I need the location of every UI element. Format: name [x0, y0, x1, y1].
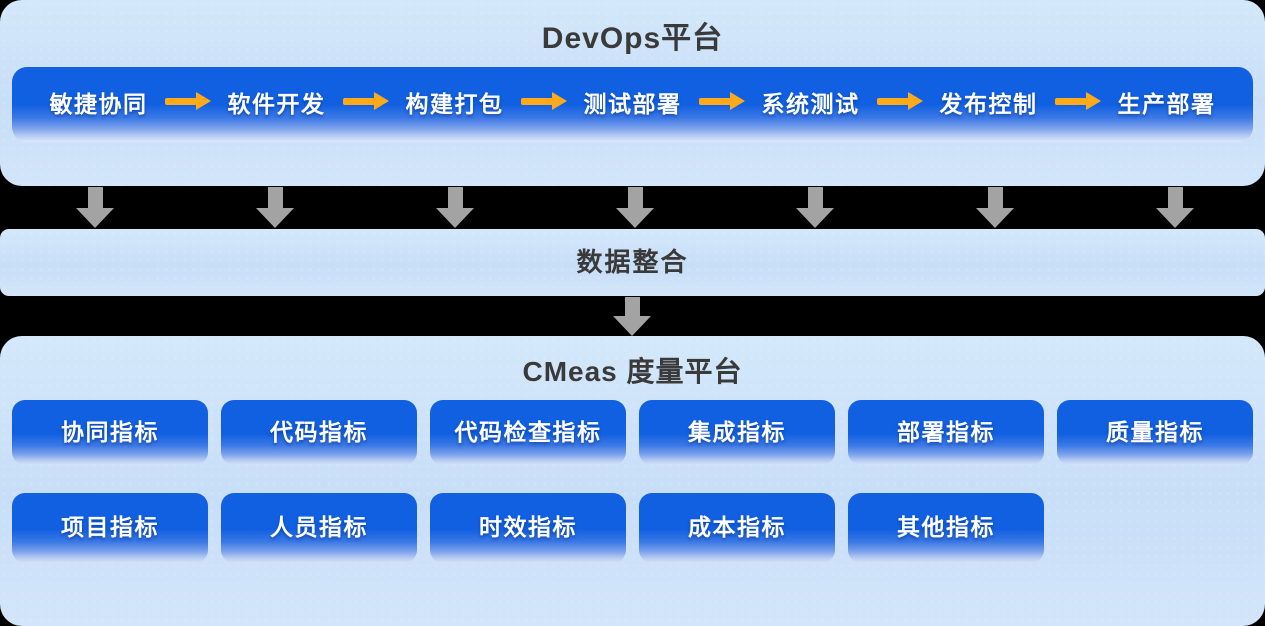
down-arrow-icon — [796, 187, 834, 228]
down-arrow-icon — [256, 187, 294, 228]
right-arrow-icon — [698, 92, 745, 110]
pipeline-stage-test-deploy: 测试部署 — [583, 90, 682, 117]
metric-button-quality: 质量指标 — [1057, 400, 1253, 465]
metric-grid: 协同指标 代码指标 代码检查指标 集成指标 部署指标 质量指标 项目指标 人员指… — [12, 400, 1253, 563]
down-arrow-icon — [616, 187, 654, 228]
down-arrow-icon — [436, 187, 474, 228]
cmeas-platform-panel: CMeas 度量平台 协同指标 代码指标 代码检查指标 集成指标 部署指标 质量… — [0, 336, 1265, 626]
metric-button-cost: 成本指标 — [639, 493, 835, 563]
metric-button-code-check: 代码检查指标 — [430, 400, 626, 465]
devops-platform-panel: DevOps平台 敏捷协同 软件开发 构建打包 测试部署 系统测试 发布控制 生… — [0, 0, 1265, 186]
metric-button-code: 代码指标 — [221, 400, 417, 465]
data-integration-panel: 数据整合 — [0, 229, 1265, 296]
metric-button-deployment: 部署指标 — [848, 400, 1044, 465]
right-arrow-icon — [520, 92, 567, 110]
pipeline-stage-system-test: 系统测试 — [761, 90, 860, 117]
metric-button-integration: 集成指标 — [639, 400, 835, 465]
pipeline-stage-release-control: 发布控制 — [939, 90, 1038, 117]
devops-panel-title: DevOps平台 — [541, 22, 724, 55]
metric-button-timeliness: 时效指标 — [430, 493, 626, 563]
down-arrow-icon — [76, 187, 114, 228]
down-arrow-icon — [613, 297, 651, 336]
right-arrow-icon — [164, 92, 211, 110]
right-arrow-icon — [1054, 92, 1101, 110]
cmeas-panel-title: CMeas 度量平台 — [522, 356, 743, 387]
right-arrow-icon — [342, 92, 389, 110]
metric-button-project: 项目指标 — [12, 493, 208, 563]
metric-button-collaboration: 协同指标 — [12, 400, 208, 465]
pipeline-stage-develop: 软件开发 — [227, 90, 326, 117]
metric-button-personnel: 人员指标 — [221, 493, 417, 563]
metric-button-other: 其他指标 — [848, 493, 1044, 563]
pipeline-stage-build: 构建打包 — [405, 90, 504, 117]
pipeline-bar: 敏捷协同 软件开发 构建打包 测试部署 系统测试 发布控制 生产部署 — [12, 67, 1253, 142]
down-arrow-icon — [1156, 187, 1194, 228]
data-integration-title: 数据整合 — [576, 247, 689, 277]
down-arrow-icon — [976, 187, 1014, 228]
pipeline-stage-production-deploy: 生产部署 — [1117, 90, 1216, 117]
right-arrow-icon — [876, 92, 923, 110]
pipeline-stage-agile: 敏捷协同 — [49, 90, 148, 117]
